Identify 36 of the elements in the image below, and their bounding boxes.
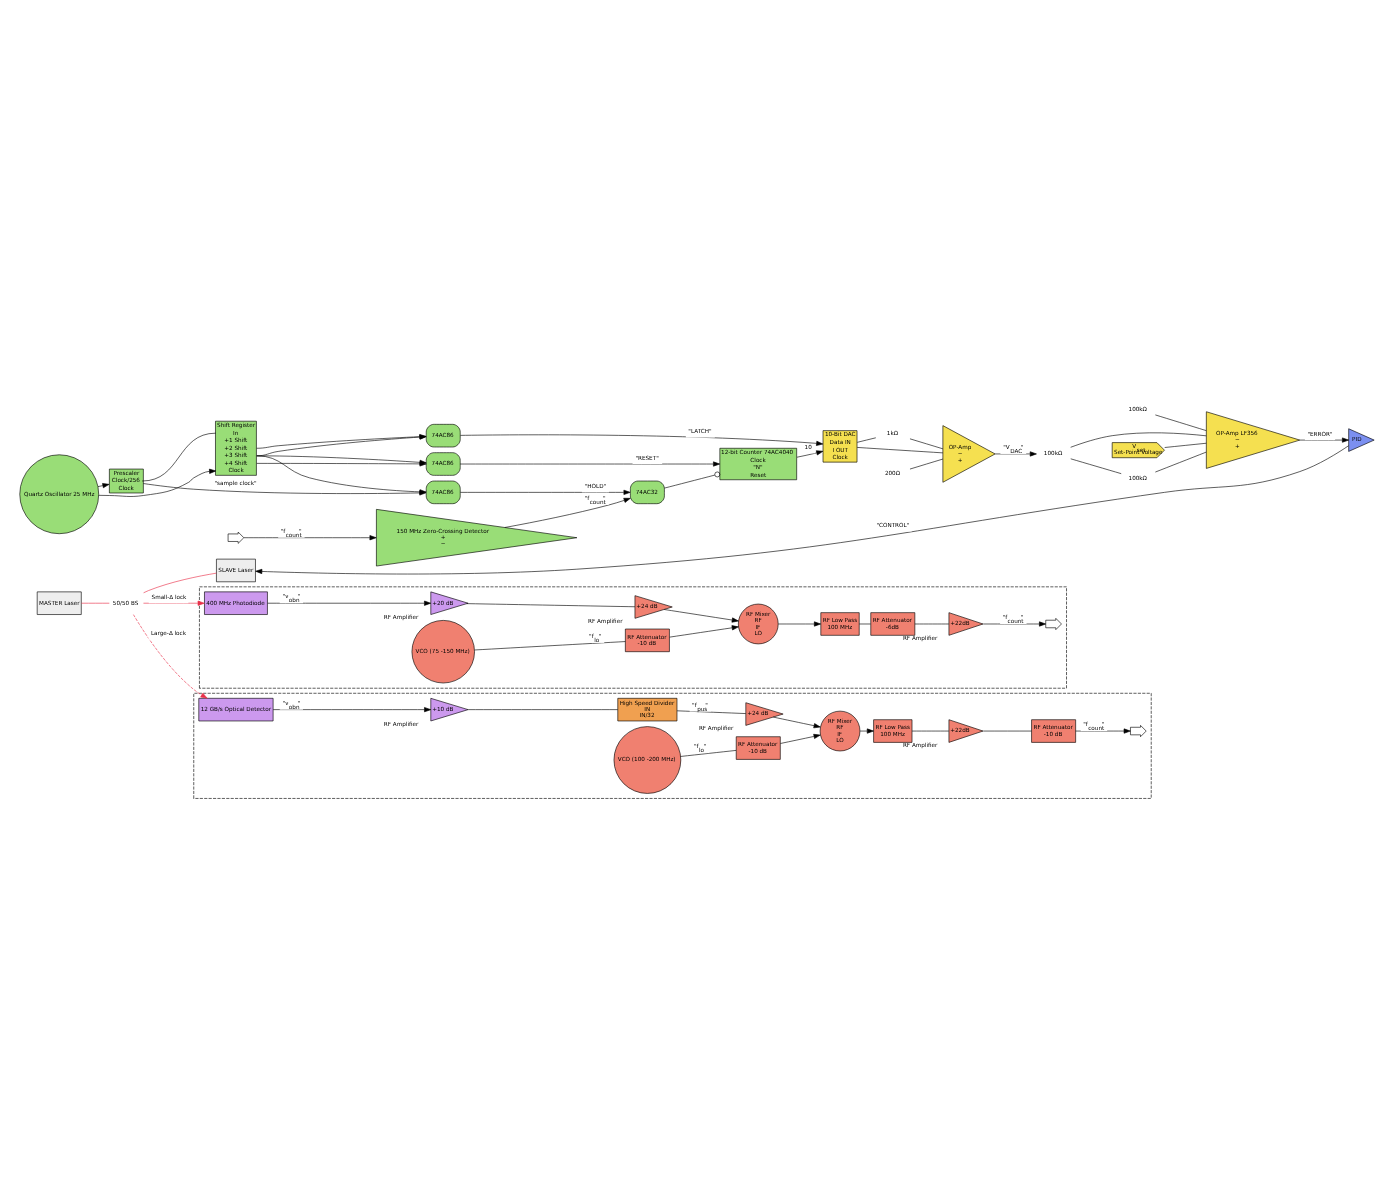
connector [982, 730, 1032, 732]
connector [466, 603, 636, 608]
arrow [772, 716, 821, 729]
arrow [1299, 437, 1349, 443]
arrow [778, 621, 821, 627]
connector [664, 471, 721, 489]
arrow [780, 733, 821, 744]
arrow [460, 489, 631, 495]
connector [680, 750, 737, 757]
node-chevron [1130, 725, 1147, 738]
arrow [133, 614, 208, 699]
arrow [143, 600, 205, 606]
arrow [796, 450, 824, 458]
node-chevron [1045, 618, 1062, 630]
arrow [267, 600, 432, 606]
arrow [256, 434, 427, 449]
connector [141, 432, 217, 482]
arrow [994, 451, 1037, 457]
arrow [272, 707, 432, 713]
connector [143, 572, 217, 594]
connector [81, 602, 110, 604]
arrow [459, 461, 721, 467]
node-chevron [227, 531, 245, 544]
arrow [243, 535, 377, 541]
arrow [1075, 728, 1131, 734]
arrow [669, 625, 739, 638]
arrow [256, 434, 427, 457]
arrow [460, 434, 824, 446]
arrow [982, 621, 1046, 627]
connector [909, 438, 944, 450]
arrow [504, 497, 631, 528]
connector [467, 709, 619, 710]
connector [676, 710, 747, 714]
arrow [663, 609, 739, 623]
arrow [97, 483, 110, 489]
arrow [859, 728, 874, 734]
